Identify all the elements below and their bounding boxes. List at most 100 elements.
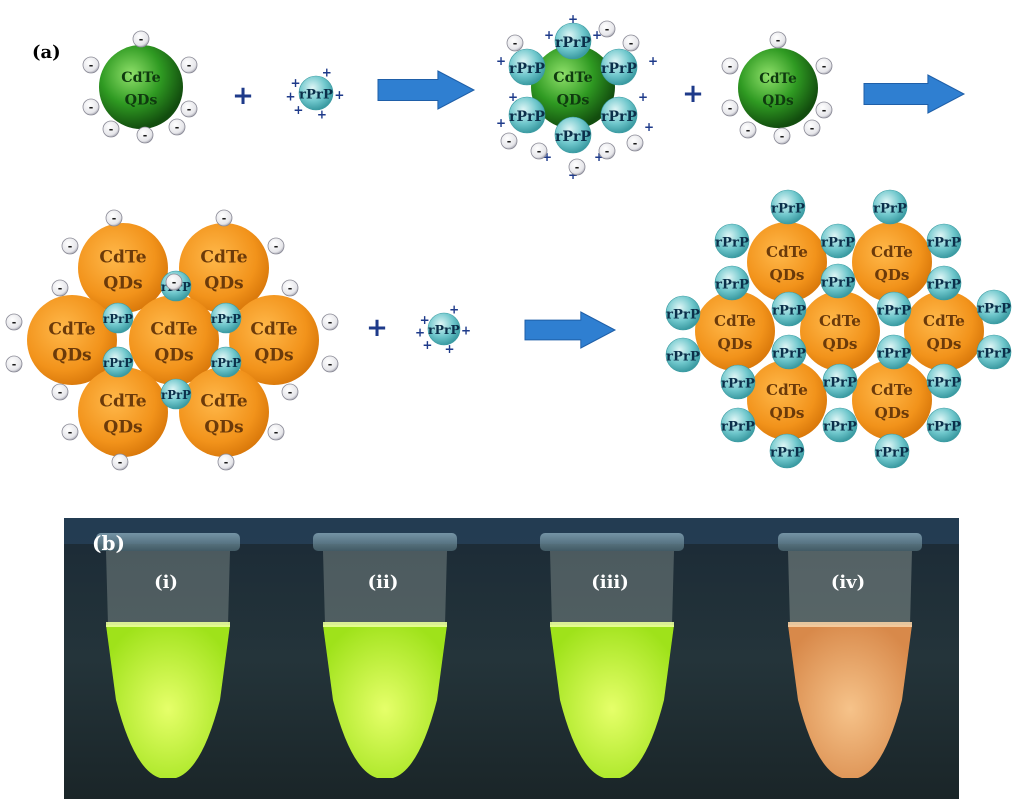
protein-label: rPrP (666, 349, 700, 364)
ion-bubble (132, 30, 150, 48)
negative-ion: - (721, 57, 739, 75)
qd-label-line2: QDs (52, 345, 91, 365)
ion-sign: - (109, 123, 114, 136)
ion-sign: - (810, 122, 815, 135)
negative-ion: - (769, 31, 787, 49)
tube-meniscus (106, 622, 230, 627)
rprp-protein: rPrP (820, 223, 856, 259)
orange-qd-sphere (852, 360, 932, 440)
ion-sign: - (89, 101, 94, 114)
reaction-arrow (863, 74, 966, 114)
negative-ion: - (773, 127, 791, 145)
qd-label-line2: QDs (927, 335, 962, 353)
negative-ion: - (102, 120, 120, 138)
protein-sphere (600, 96, 638, 134)
ion-bubble (82, 98, 100, 116)
positive-charge: + (594, 150, 604, 164)
orange-qd-sphere (179, 223, 269, 313)
protein-label: rPrP (877, 303, 911, 318)
ion-bubble (168, 118, 186, 136)
positive-charge: + (508, 90, 518, 104)
protein-sphere (554, 116, 592, 154)
ion-sign: - (328, 358, 333, 371)
qd-label-line2: QDs (718, 335, 753, 353)
orange-qd-sphere (179, 367, 269, 457)
protein-label: rPrP (927, 375, 961, 390)
positive-charge: + (568, 12, 578, 26)
protein-label: rPrP (211, 312, 241, 326)
qd-label-line2: QDs (875, 404, 910, 422)
orange-qd-sphere (27, 295, 117, 385)
rprp-protein: rPrP (102, 346, 134, 378)
negative-ion: - (105, 209, 123, 227)
rprp-protein: rPrP (298, 75, 334, 111)
protein-sphere (770, 189, 806, 225)
protein-sphere (102, 346, 134, 378)
positive-charge: + (286, 90, 296, 104)
protein-label: rPrP (823, 375, 857, 390)
protein-label: rPrP (977, 346, 1011, 361)
positive-charge: + (592, 28, 602, 42)
protein-sphere (926, 223, 962, 259)
orange-qd-sphere (78, 223, 168, 313)
qd-label-line1: CdTe (923, 312, 965, 330)
negative-ion: - (281, 279, 299, 297)
rprp-protein: rPrP (160, 378, 192, 410)
orange-qd-sphere (800, 291, 880, 371)
rprp-protein: rPrP (874, 433, 910, 469)
negative-ion: - (61, 423, 79, 441)
ion-sign: - (728, 60, 733, 73)
qd-label-line1: CdTe (99, 248, 146, 268)
ion-bubble (568, 158, 586, 176)
negative-ion: - (803, 119, 821, 137)
tube-row: (i)(ii)(iii)(iv) (96, 533, 922, 778)
rprp-protein: rPrP (822, 363, 858, 399)
qd-label-line1: CdTe (553, 70, 592, 86)
ion-sign: - (288, 386, 293, 399)
negative-ion: - (180, 100, 198, 118)
ion-bubble (51, 279, 69, 297)
negative-ion: - (51, 279, 69, 297)
panel-b-label: (b) (92, 531, 125, 555)
rprp-protein: rPrP (771, 291, 807, 327)
orange-qd-sphere (747, 222, 827, 302)
rprp-protein: rPrP (665, 337, 701, 373)
protein-sphere (720, 407, 756, 443)
tube-liquid (788, 625, 912, 778)
protein-label: rPrP (721, 419, 755, 434)
negative-ion: - (568, 158, 586, 176)
ion-bubble (136, 126, 154, 144)
protein-sphere (554, 22, 592, 60)
ion-bubble (215, 209, 233, 227)
protein-label: rPrP (823, 419, 857, 434)
qd-label-line1: CdTe (250, 320, 297, 340)
ion-sign: - (112, 212, 117, 225)
rprp-protein: rPrP (508, 48, 545, 86)
rprp-protein: rPrP (820, 263, 856, 299)
ion-bubble (82, 56, 100, 74)
ion-bubble (721, 99, 739, 117)
ion-bubble (321, 355, 339, 373)
ion-bubble (815, 101, 833, 119)
protein-label: rPrP (601, 61, 637, 77)
protein-sphere (160, 378, 192, 410)
ion-sign: - (274, 240, 279, 253)
orange-qd-sphere (747, 360, 827, 440)
ion-bubble (815, 57, 833, 75)
negative-ion: - (215, 209, 233, 227)
positive-charge: + (420, 313, 430, 327)
protein-sphere (976, 289, 1012, 325)
ion-sign: - (780, 130, 785, 143)
negative-ion: - (815, 101, 833, 119)
protein-sphere (874, 433, 910, 469)
protein-label: rPrP (103, 356, 133, 370)
negative-ion: - (82, 56, 100, 74)
positive-charge: + (422, 338, 432, 352)
